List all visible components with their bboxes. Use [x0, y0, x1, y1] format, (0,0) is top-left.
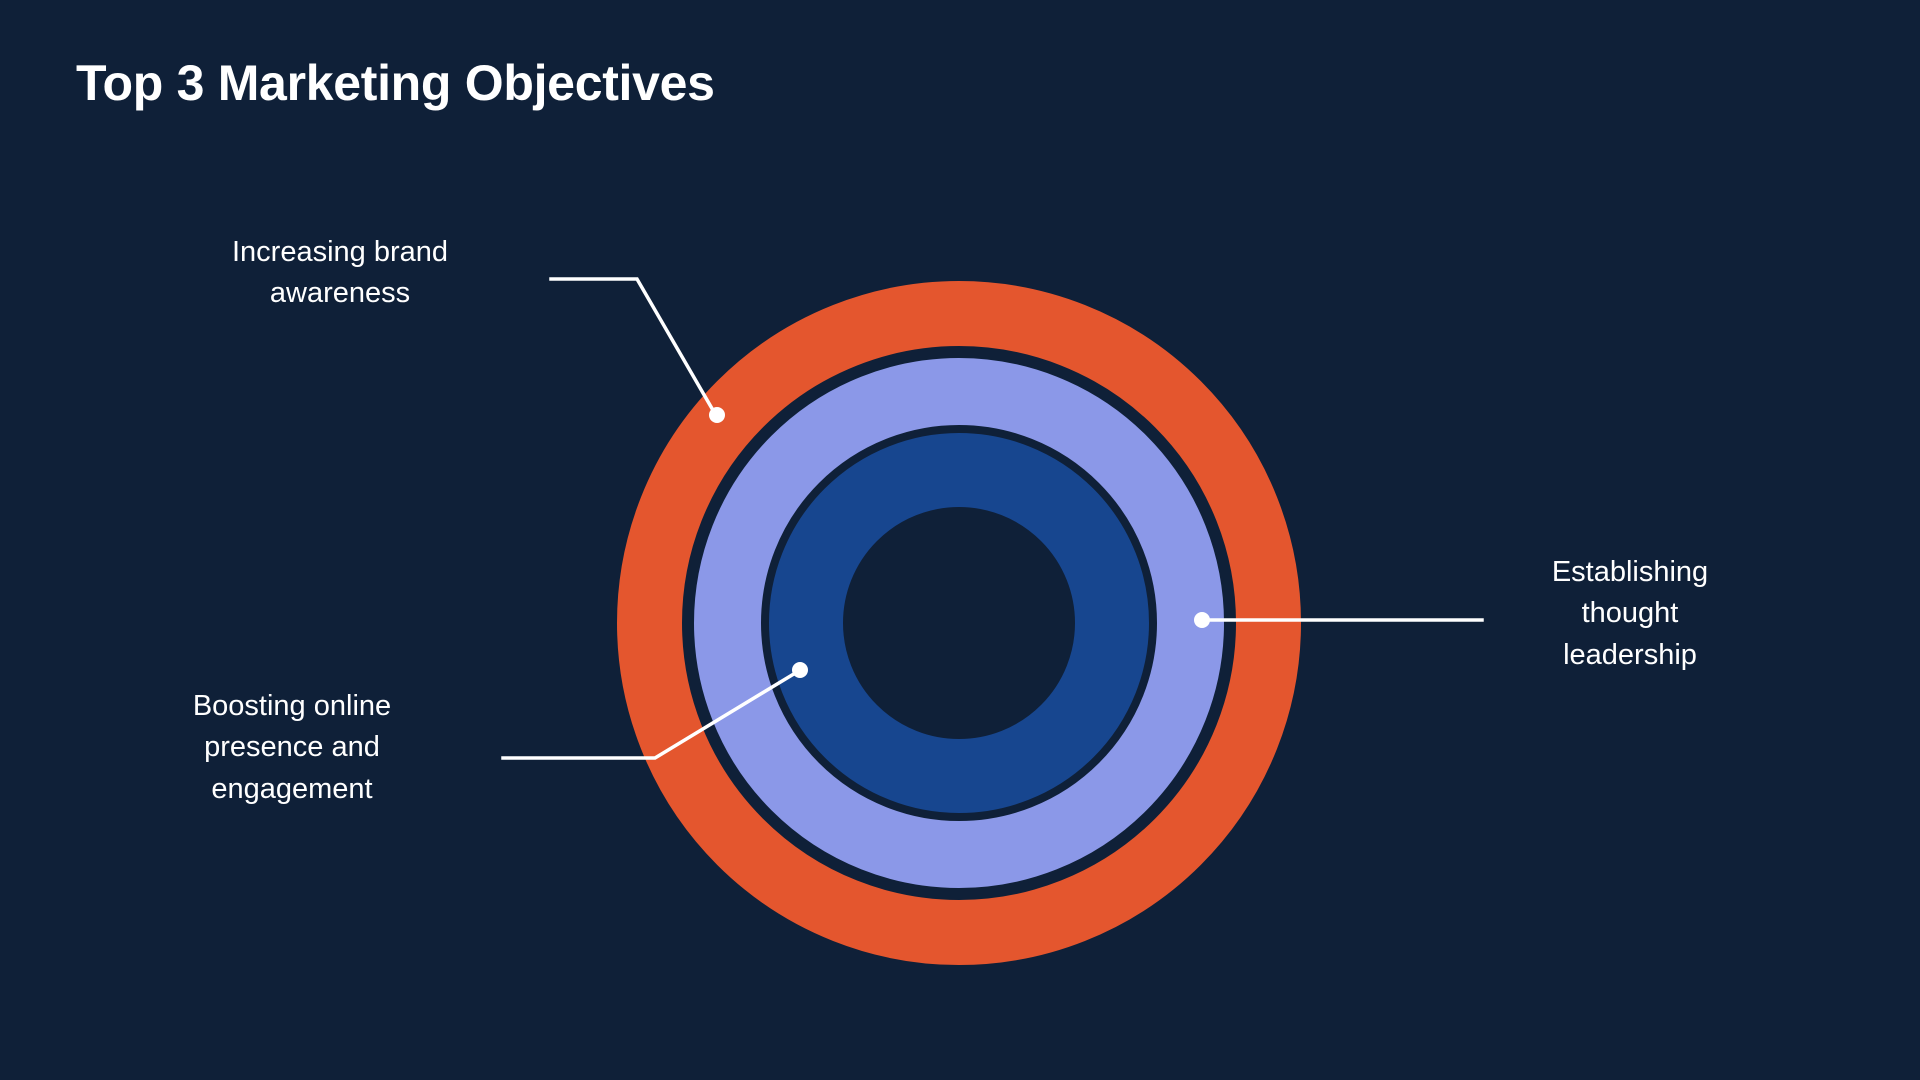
ring-outer-brand-awareness[interactable] — [617, 281, 1301, 965]
connector-dot-online-presence — [792, 662, 808, 678]
callout-label-thought-leadership: Establishing thought leadership — [1551, 556, 1709, 671]
callout-label-online-presence: Boosting online presence and engagement — [192, 690, 392, 805]
connector-dot-thought-leadership — [1194, 612, 1210, 628]
callout-label-brand-awareness: Increasing brand awareness — [231, 236, 449, 310]
leader-line-brand-awareness — [549, 277, 717, 415]
ring-inner-online-presence[interactable] — [769, 433, 1149, 813]
ring-middle-thought-leadership[interactable] — [694, 358, 1224, 888]
leader-line-online-presence — [501, 669, 800, 760]
connector-dot-brand-awareness — [709, 407, 725, 423]
page-title: Top 3 Marketing Objectives — [76, 55, 715, 111]
